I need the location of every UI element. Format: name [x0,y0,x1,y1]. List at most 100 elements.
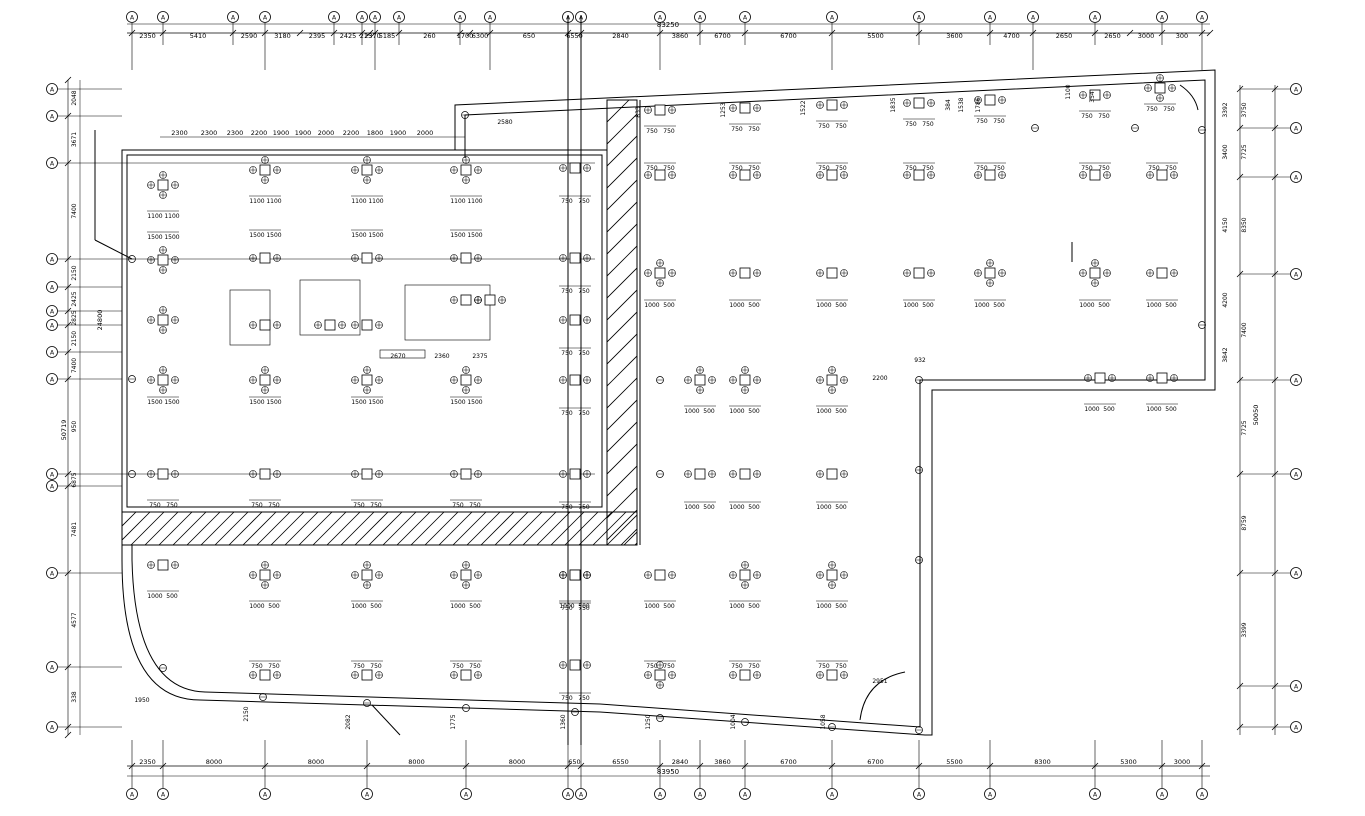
bottom-dim-text: 8000 [206,758,223,766]
dim-tick [1236,376,1244,384]
pile-dim-text: 750 [1098,113,1110,120]
hatch-line [410,512,445,545]
dim-tick [64,470,72,478]
pile-cap-square [1156,169,1168,181]
axis-bubble-bottom-label: A [917,792,922,799]
pile-dim-text: 1000 [559,603,574,610]
axis-bubble-top [369,11,381,23]
dim-tick [1236,124,1244,132]
pile-cap-square [324,319,336,331]
pile-cap-square [157,559,169,571]
top-dim-text: 215 [360,32,372,40]
axis-bubble-bottom-label: A [263,792,268,799]
top-dim-text: 2370 [364,32,381,40]
pile-cap-square [826,468,838,480]
pile-dim-text: 750 [578,605,590,612]
pile-dim-text: 1000 [729,302,744,309]
axis-bubble-top-label: A [332,15,337,22]
hatch-line [646,100,1091,545]
pile-cap [1079,89,1111,101]
pile-cap-square [694,374,706,386]
axis-bubble-left [46,373,58,385]
axis-bubble-top-label: A [373,15,378,22]
axis-bubble-bottom [984,788,996,800]
axis-bubble-right [1290,171,1302,183]
axis-bubble-top [826,11,838,23]
pile-cap [249,468,281,480]
pile-dim-text: 500 [469,603,481,610]
dim-tick [1236,569,1244,577]
inner-dim-text: 1800 [367,129,384,137]
site-boundary-inner [131,79,1206,728]
pile-cap [147,468,179,480]
bottom-dim-text: 8000 [408,758,425,766]
left-dim-text: 7400 [71,358,78,373]
pile-cap-square [739,374,751,386]
pile-cap [729,561,761,589]
dim-tick [1271,124,1279,132]
pile-dim-text: 1000 [1146,302,1161,309]
pile-cap [816,366,848,394]
pile-cap [729,366,761,394]
pile-dim-text: 1500 [147,234,162,241]
top-dim-text: 6300 [472,32,489,40]
pile-cap [314,319,346,331]
axis-bubble-bottom [157,788,169,800]
pile-cap [559,569,591,581]
axis-bubble-bottom-label: A [1160,792,1165,799]
pile-dim-text: 750 [748,126,760,133]
left-dim-text: 338 [71,691,78,703]
pile-cap-square [259,569,271,581]
pile-dim-text: 500 [748,504,760,511]
pile-cap-square [569,468,581,480]
pile-cap-square [157,314,169,326]
axis-bubble-right-label: A [1294,684,1299,691]
dim-tick [1271,85,1279,93]
pile-cap-square [1156,267,1168,279]
pile-cap-square [654,169,666,181]
pile-cap-square [259,319,271,331]
pile-dim-text: 500 [1103,406,1115,413]
pile-dim-text: 750 [663,128,675,135]
leader-line [94,239,133,260]
axis-bubble-left-label: A [50,377,55,384]
pile-dim-text: 750 [731,126,743,133]
axis-bubble-right [1290,374,1302,386]
pile-cap [974,169,1006,181]
axis-bubble-right [1290,83,1302,95]
dim-tick [64,255,72,263]
pile-cap-square [361,164,373,176]
pile-cap-square [569,659,581,671]
bottom-dim-text: 3860 [714,758,731,766]
hatched-zones [122,100,1091,545]
pile-dim-text: 750 [353,502,365,509]
right-dim-text: 4200 [1222,292,1229,307]
right-dim-text: 3750 [1241,102,1248,117]
dim-tick [1091,762,1099,770]
top-dim-text: 2840 [612,32,629,40]
pile-dim-text: 750 [748,165,760,172]
pile-dim-text: 500 [703,504,715,511]
pile-dim-text: 1500 [368,399,383,406]
pile-cap [249,561,281,589]
pile-dim-text: 750 [251,502,263,509]
pile-dim-text: 1000 [450,603,465,610]
axis-bubble-top [356,11,368,23]
dim-tick [1126,29,1134,37]
pile-caps [128,74,1206,734]
hatch-line [228,512,263,545]
pile-dim-text: 750 [251,663,263,670]
hatch-line [242,512,277,545]
pile-cap-square [361,374,373,386]
misc-label: 2670 [390,353,405,360]
dim-tick [64,663,72,671]
top-dim-text: 6700 [780,32,797,40]
pile-dim-text: 1100 [368,198,383,205]
pile-dim-text: 750 [268,502,280,509]
pile-cap-square [739,267,751,279]
axis-bubble-right [1290,122,1302,134]
pile-cap-square [654,104,666,116]
pile-dim-text: 750 [370,502,382,509]
pile-dim-text: 750 [646,663,658,670]
pile-cap [147,559,179,571]
